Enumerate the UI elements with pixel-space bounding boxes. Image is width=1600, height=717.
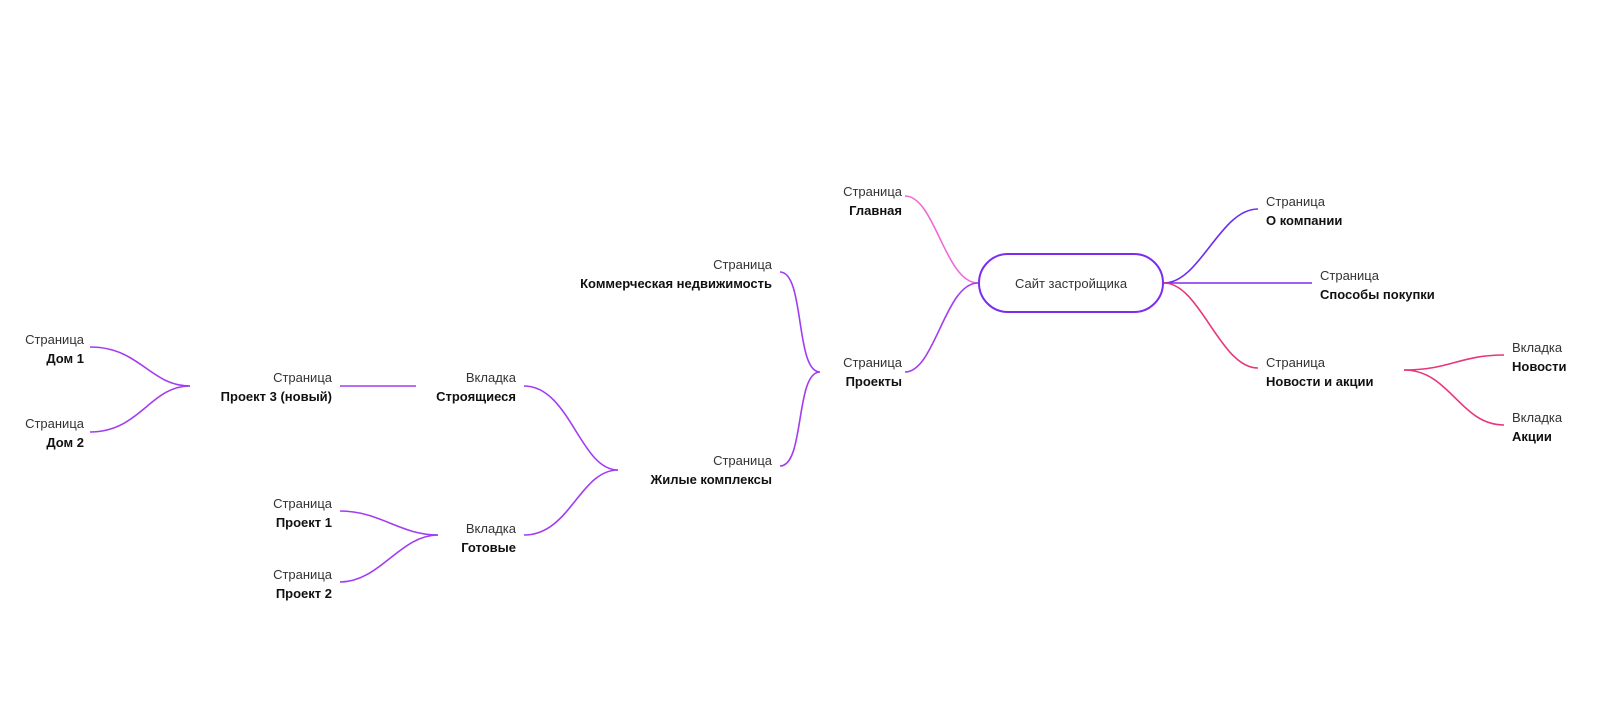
node-name: Способы покупки <box>1320 287 1435 302</box>
node-name: Проекты <box>845 374 902 389</box>
root-label: Сайт застройщика <box>1014 275 1128 291</box>
node-name: Коммерческая недвижимость <box>580 276 772 291</box>
node-name: Жилые комплексы <box>650 472 772 487</box>
link-proekty-kommerch <box>779 271 821 373</box>
node-kind: Страница <box>1266 355 1325 370</box>
node-kind: Вкладка <box>465 521 516 536</box>
node-novosti-akcii[interactable]: Страница Новости и акции <box>1266 353 1416 391</box>
node-kind: Страница <box>843 355 902 370</box>
link-na-novosti <box>1403 354 1505 371</box>
node-kind: Страница <box>1266 194 1325 209</box>
node-proekt1[interactable]: Страница Проект 1 <box>230 494 332 532</box>
node-name: Проект 1 <box>275 515 332 530</box>
node-kind: Вкладка <box>465 370 516 385</box>
node-name: Проект 3 (новый) <box>220 389 332 404</box>
node-name: О компании <box>1266 213 1343 228</box>
link-na-akcii <box>1403 369 1505 426</box>
link-zhilye-gotovye <box>523 469 619 536</box>
node-dom1[interactable]: Страница Дом 1 <box>2 330 84 368</box>
node-name: Главная <box>849 203 902 218</box>
node-name: Проект 2 <box>275 586 332 601</box>
node-okompanii[interactable]: Страница О компании <box>1266 192 1416 230</box>
link-gotovye-proekt1 <box>339 510 439 536</box>
link-root-glavnaya <box>904 195 979 284</box>
link-proekty-zhilye <box>779 371 821 467</box>
node-gotovye[interactable]: Вкладка Готовые <box>400 519 516 557</box>
link-proekt3-dom2 <box>89 385 191 433</box>
node-kind: Страница <box>273 370 332 385</box>
node-zhilye[interactable]: Страница Жилые комплексы <box>580 451 772 489</box>
node-name: Новости и акции <box>1266 374 1374 389</box>
link-gotovye-proekt2 <box>339 534 439 583</box>
node-kind: Страница <box>25 416 84 431</box>
node-kind: Вкладка <box>1512 410 1563 425</box>
link-proekt3-dom1 <box>89 346 191 387</box>
node-name: Дом 2 <box>46 435 84 450</box>
node-name: Дом 1 <box>46 351 84 366</box>
node-novosti[interactable]: Вкладка Новости <box>1512 338 1594 376</box>
node-kind: Страница <box>273 567 332 582</box>
node-kommerch[interactable]: Страница Коммерческая недвижимость <box>520 255 772 293</box>
node-kind: Страница <box>273 496 332 511</box>
node-dom2[interactable]: Страница Дом 2 <box>2 414 84 452</box>
node-kind: Страница <box>713 453 772 468</box>
node-proekt2[interactable]: Страница Проект 2 <box>230 565 332 603</box>
link-root-okompanii <box>1163 208 1259 284</box>
node-name: Строящиеся <box>436 389 516 404</box>
link-root-novosti-akcii <box>1163 282 1259 369</box>
node-sposoby[interactable]: Страница Способы покупки <box>1320 266 1480 304</box>
node-kind: Страница <box>713 257 772 272</box>
node-kind: Страница <box>25 332 84 347</box>
node-glavnaya[interactable]: Страница Главная <box>790 182 902 220</box>
node-proekt3[interactable]: Страница Проект 3 (новый) <box>186 368 332 406</box>
link-zhilye-stroyash <box>523 385 619 471</box>
node-akcii[interactable]: Вкладка Акции <box>1512 408 1594 446</box>
node-name: Акции <box>1512 429 1552 444</box>
node-proekty[interactable]: Страница Проекты <box>790 353 902 391</box>
node-name: Готовые <box>461 540 516 555</box>
node-name: Новости <box>1512 359 1567 374</box>
node-kind: Вкладка <box>1512 340 1563 355</box>
root-node[interactable]: Сайт застройщика <box>978 253 1164 313</box>
node-stroyash[interactable]: Вкладка Строящиеся <box>400 368 516 406</box>
node-kind: Страница <box>843 184 902 199</box>
node-kind: Страница <box>1320 268 1379 283</box>
link-root-proekty <box>904 282 979 373</box>
